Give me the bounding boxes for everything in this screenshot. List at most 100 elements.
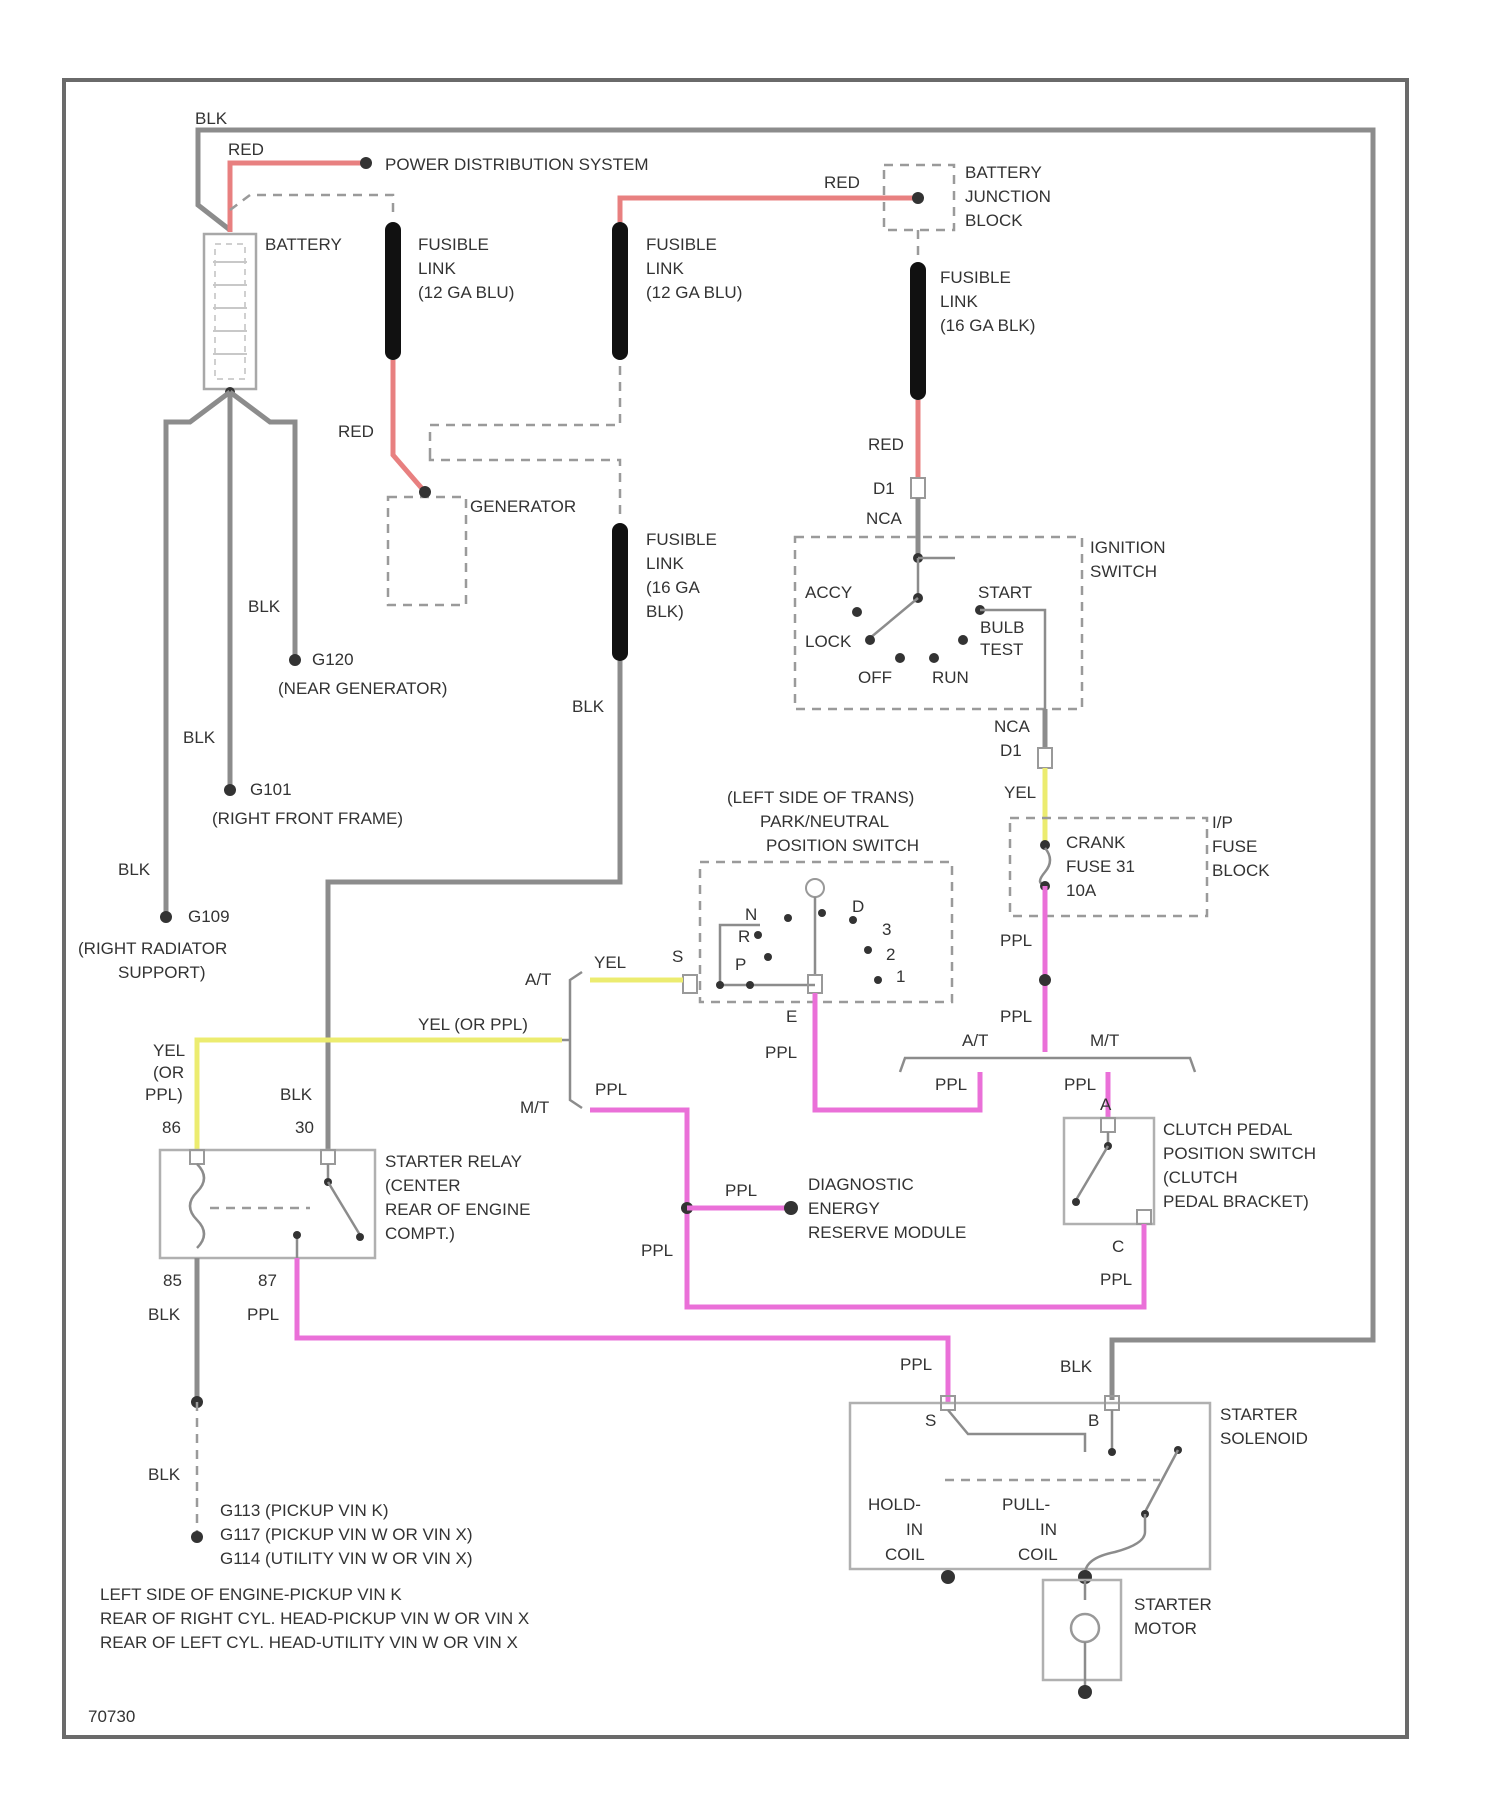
terminal-86-top: 86 <box>162 1118 181 1137</box>
fusible-link-3-l1: FUSIBLE <box>940 268 1011 287</box>
wire-label-ppl-mt: PPL <box>1064 1075 1096 1094</box>
starter-relay <box>160 1150 375 1258</box>
relay-connector-86 <box>190 1150 204 1164</box>
ground-engine-id-3: G114 (UTILITY VIN W OR VIN X) <box>220 1549 473 1568</box>
relay-l1: STARTER RELAY <box>385 1152 522 1171</box>
wire-blk-g109 <box>166 392 230 915</box>
generator <box>388 497 466 605</box>
prnd-contact-n2 <box>746 981 754 989</box>
fusible-link-1 <box>385 222 401 360</box>
prnd-term-e: E <box>786 1007 797 1026</box>
fusible-link-1-l1: FUSIBLE <box>418 235 489 254</box>
wire-label-relay-or: (OR <box>153 1063 184 1082</box>
prnd-contact-d <box>818 909 826 917</box>
fusible-link-3-l2: LINK <box>940 292 978 311</box>
wire-label-ppl-relay: PPL <box>247 1305 279 1324</box>
ignition-accy-contact <box>852 607 862 617</box>
clutch-bottom-contact <box>1072 1198 1080 1206</box>
ground-g101: G101 <box>250 780 292 799</box>
wire-label-blk-relay: BLK <box>280 1085 313 1104</box>
terminal-30: 30 <box>295 1118 314 1137</box>
wire-label-ppl-solenoid: PPL <box>900 1355 932 1374</box>
prnd-contact-p <box>716 981 724 989</box>
battery: BATTERY <box>204 234 342 389</box>
ignition-accy: ACCY <box>805 583 852 602</box>
bracket-right <box>900 1058 1195 1072</box>
generator-terminal <box>419 486 431 498</box>
relay-l3: REAR OF ENGINE <box>385 1200 530 1219</box>
fuse-block-l2: FUSE <box>1212 837 1257 856</box>
solenoid-motor-path <box>1085 1514 1145 1574</box>
prnd-contact-r <box>754 931 762 939</box>
prnd-title-l2: PARK/NEUTRAL <box>760 812 889 831</box>
prnd-gear-1: 1 <box>896 967 905 986</box>
ignition-title-l2: SWITCH <box>1090 562 1157 581</box>
wire-yel-or-ppl-relay <box>197 1040 562 1150</box>
battery-label: BATTERY <box>265 235 342 254</box>
derm-l2: ENERGY <box>808 1199 880 1218</box>
solenoid-b-contact <box>1108 1448 1116 1456</box>
terminal-b: B <box>1088 1411 1099 1430</box>
wire-ppl-relay-solenoid <box>297 1258 948 1403</box>
wire-label-blk-g109: BLK <box>118 860 151 879</box>
prnd-pivot <box>806 879 824 897</box>
motor-ground <box>1078 1685 1092 1699</box>
clutch-l3: (CLUTCH <box>1163 1168 1238 1187</box>
wire-label-ppl-mt-down: PPL <box>641 1241 673 1260</box>
derm-connector <box>784 1201 798 1215</box>
ground-g101-loc: (RIGHT FRONT FRAME) <box>212 809 403 828</box>
relay-contact-arm <box>328 1182 360 1235</box>
wire-label-blk-ground: BLK <box>148 1465 181 1484</box>
prnd-gear-r: R <box>738 927 750 946</box>
wire-label-yel-or-ppl: YEL (OR PPL) <box>418 1015 528 1034</box>
wire-label-yel-prnd: YEL <box>594 953 626 972</box>
crank-fuse <box>1040 848 1050 884</box>
ignition-off-contact <box>895 653 905 663</box>
connector-d1-top <box>911 478 925 498</box>
fusible-link-3 <box>910 262 926 400</box>
wire-label-blk-solenoid: BLK <box>1060 1357 1093 1376</box>
prnd-contact-1 <box>874 976 882 984</box>
wire-label-red-4: RED <box>868 435 904 454</box>
derm-l1: DIAGNOSTIC <box>808 1175 914 1194</box>
fuse-l2: FUSE 31 <box>1066 857 1135 876</box>
wire-red-generator <box>393 360 425 492</box>
prnd-gear-n: N <box>745 905 757 924</box>
wire-label-relay-ppl: PPL) <box>145 1085 183 1104</box>
fusible-link-4-l1: FUSIBLE <box>646 530 717 549</box>
fusible-link-4 <box>612 523 628 661</box>
ground-engine-dot <box>191 1531 203 1543</box>
pull-l1: PULL- <box>1002 1495 1050 1514</box>
ground-g120: G120 <box>312 650 354 669</box>
relay-l4: COMPT.) <box>385 1224 455 1243</box>
prnd-connector-s <box>683 975 697 993</box>
ground-g109-dot <box>160 911 172 923</box>
fusible-link-4-l3: (16 GA <box>646 578 701 597</box>
prnd-title-l3: POSITION SWITCH <box>766 836 919 855</box>
clutch-connector-a <box>1101 1118 1115 1132</box>
ground-g101-dot <box>224 784 236 796</box>
fusible-link-2-l1: FUSIBLE <box>646 235 717 254</box>
ground-g109-loc1: (RIGHT RADIATOR <box>78 939 227 958</box>
wire-blk-g120 <box>230 392 295 658</box>
solenoid-hold-ground <box>941 1570 955 1584</box>
ignition-run: RUN <box>932 668 969 687</box>
solenoid-contact-arm <box>1145 1450 1178 1512</box>
terminal-a-clutch: A <box>1100 1095 1112 1114</box>
relay-contact <box>356 1233 364 1241</box>
trans-at-2: A/T <box>962 1031 988 1050</box>
hold-l2: IN <box>906 1520 923 1539</box>
clutch-l4: PEDAL BRACKET) <box>1163 1192 1309 1211</box>
wire-blk-relay-30 <box>328 661 620 1150</box>
power-distribution-connector <box>360 157 372 169</box>
terminal-87: 87 <box>258 1271 277 1290</box>
ignition-lock: LOCK <box>805 632 852 651</box>
ground-engine-loc-3: REAR OF LEFT CYL. HEAD-UTILITY VIN W OR … <box>100 1633 518 1652</box>
ignition-off: OFF <box>858 668 892 687</box>
ignition-bulb-l2: TEST <box>980 640 1023 659</box>
fusible-link-4-l4: BLK) <box>646 602 684 621</box>
trans-mt-2: M/T <box>1090 1031 1119 1050</box>
clutch-l2: POSITION SWITCH <box>1163 1144 1316 1163</box>
terminal-s: S <box>925 1411 936 1430</box>
wire-label-red-3: RED <box>824 173 860 192</box>
